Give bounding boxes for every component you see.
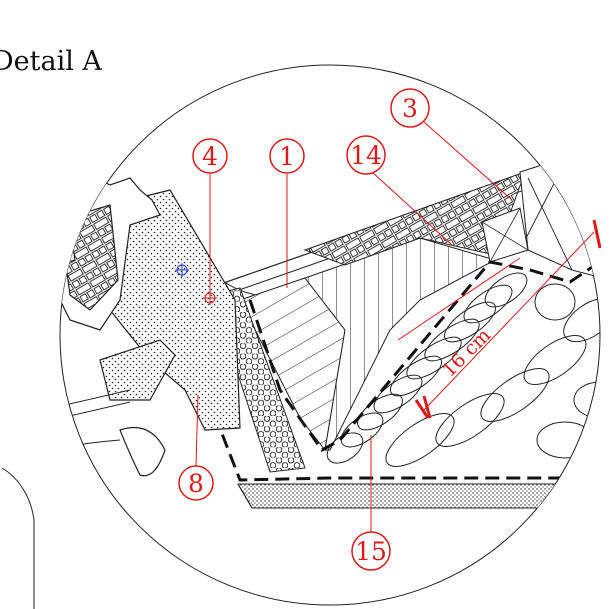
vapour-barrier-upper [248,253,600,452]
layer-3-batten [481,155,600,281]
callout-15: 15 [351,531,391,571]
svg-text:1: 1 [279,142,295,171]
svg-text:14: 14 [350,141,382,170]
svg-text:15: 15 [355,537,387,566]
fixing-symbol-icon [175,263,189,277]
callout-4: 4 [192,138,228,174]
callout-1: 1 [269,138,305,174]
window-frame [60,177,176,477]
leader-lines [195,121,521,532]
adjacent-circle-arc [1,467,35,609]
svg-text:3: 3 [402,94,418,123]
svg-text:8: 8 [188,469,204,498]
dimension-label: 16 cm [438,324,495,381]
rafter-beam [109,189,241,431]
callout-14: 14 [346,135,386,175]
callout-8: 8 [178,465,214,501]
detail-circle [59,64,601,606]
layer-14-board [303,171,526,266]
bottom-slab [237,483,600,509]
callout-3: 3 [390,88,430,128]
layer-15-coil-insulation [326,272,600,467]
layer-vertical-hatch [304,237,497,451]
svg-text:4: 4 [202,142,218,171]
detail-title: Detail A [0,46,102,77]
